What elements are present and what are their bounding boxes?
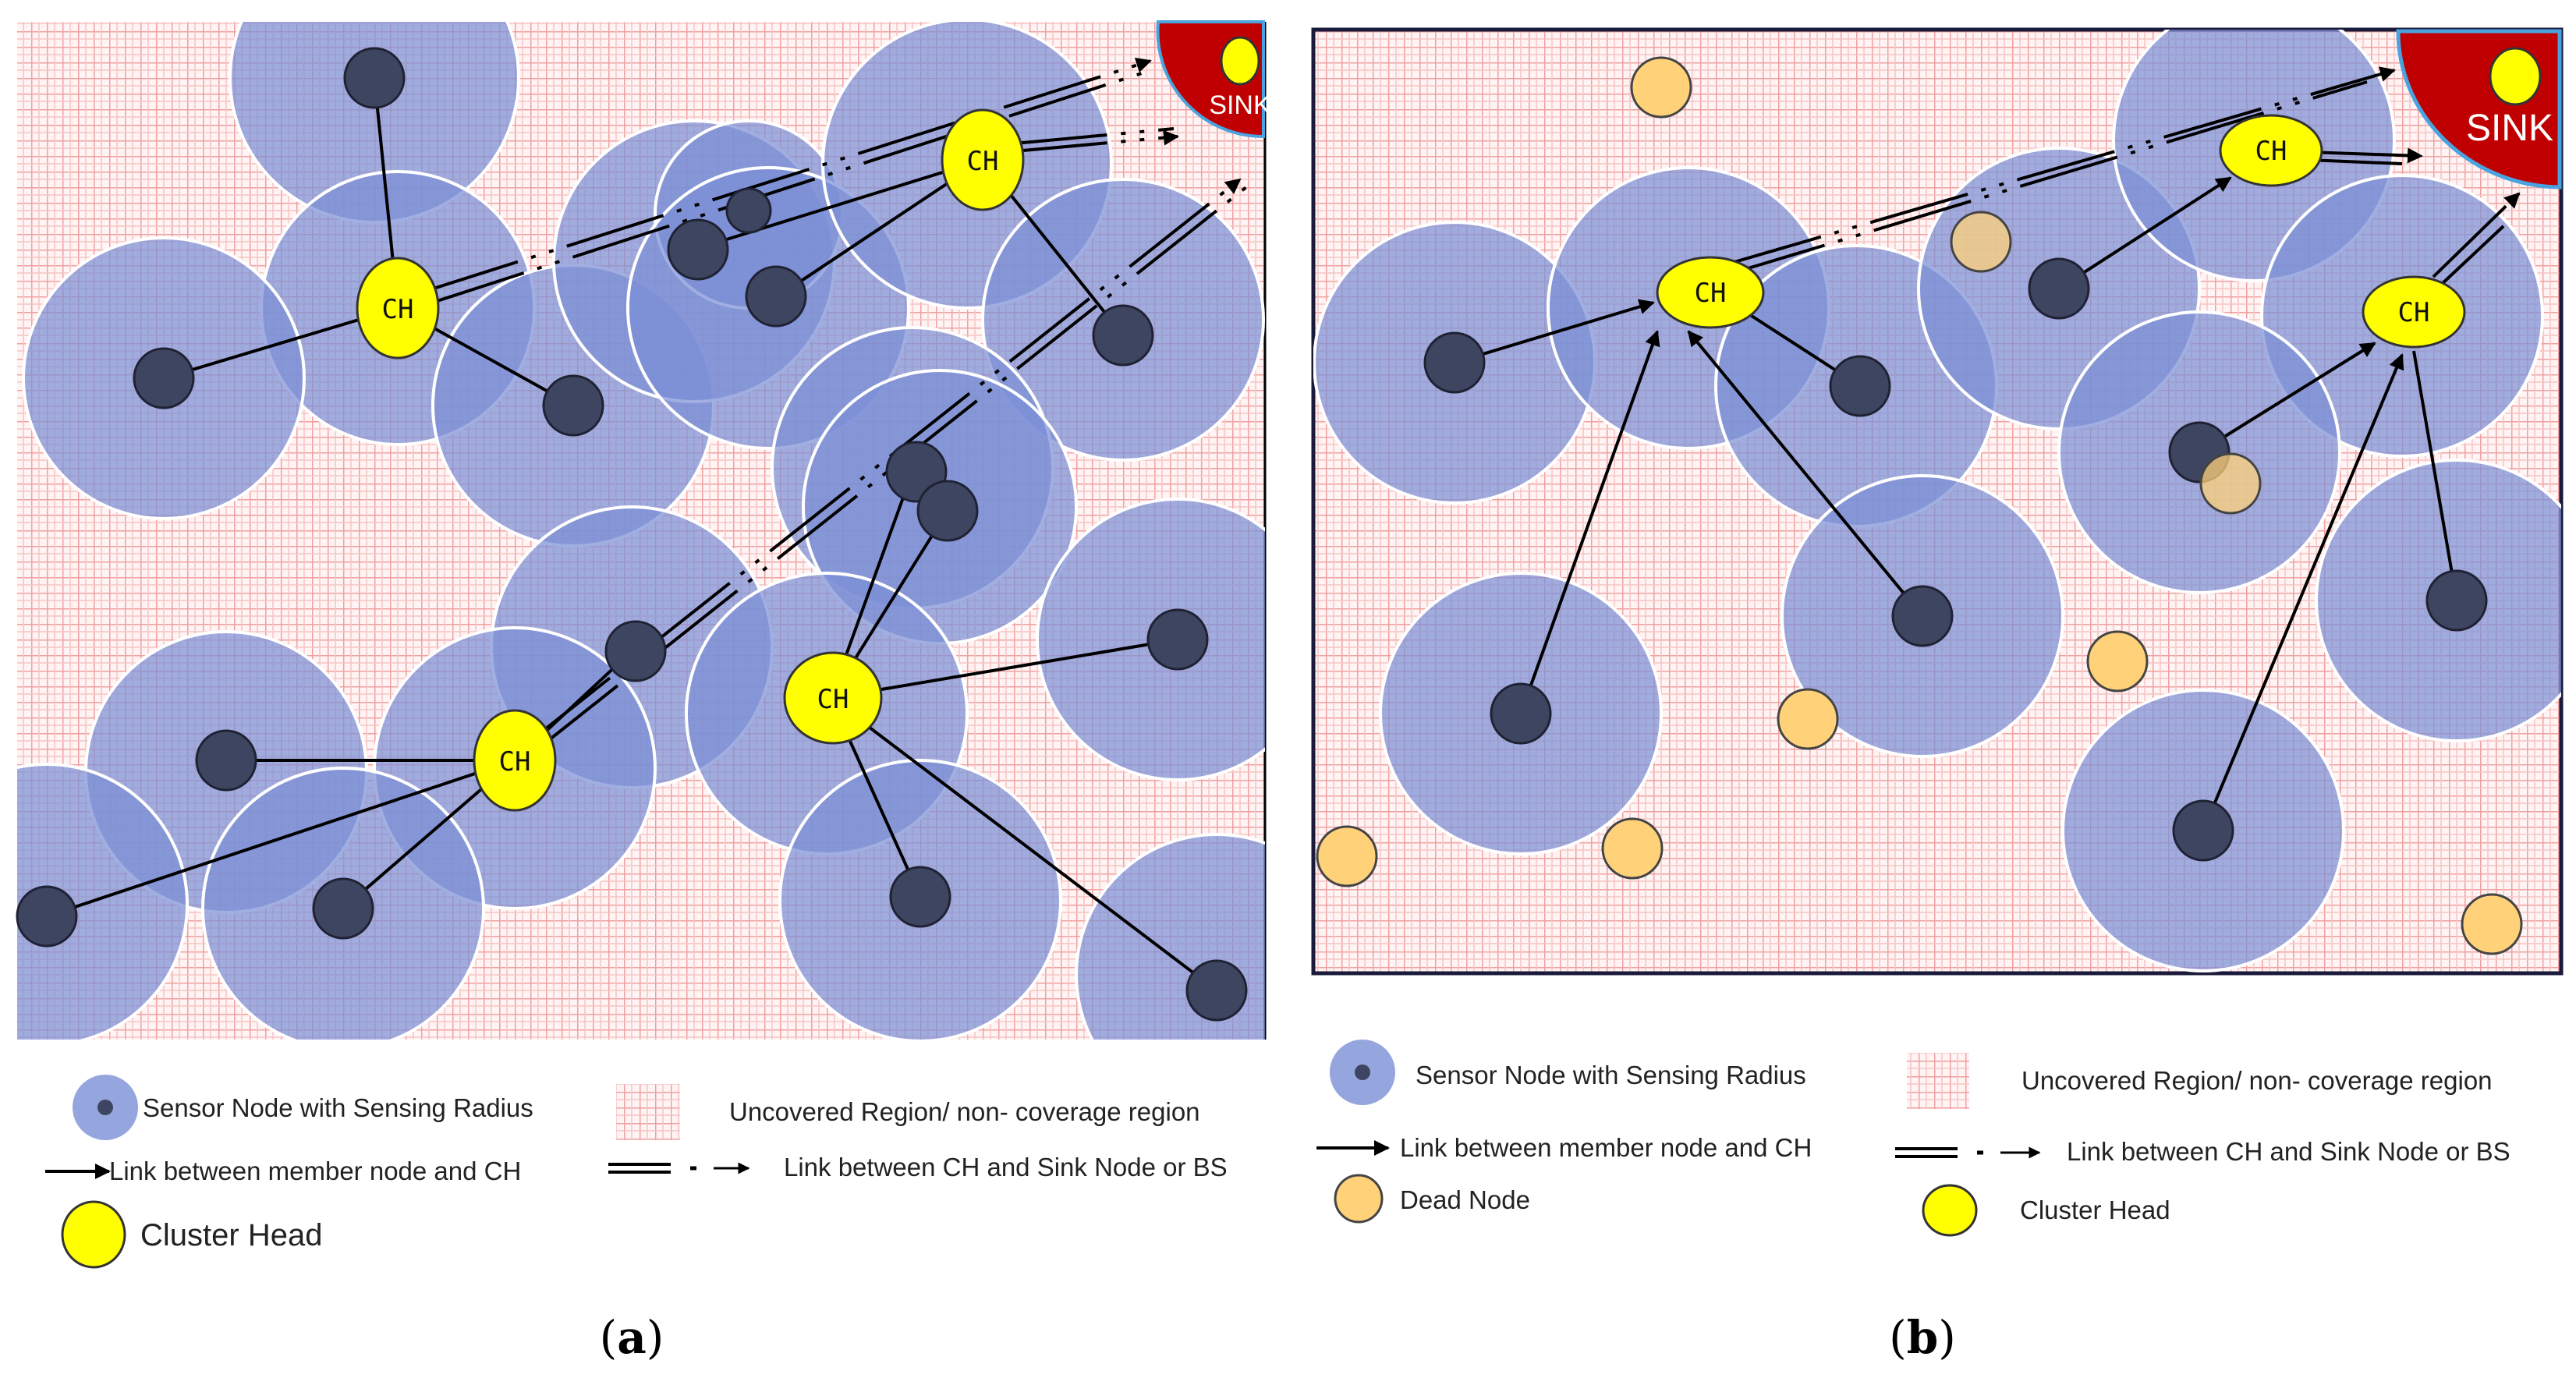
svg-text:CH: CH	[499, 746, 531, 778]
legend-dead-node-icon	[1334, 1174, 1384, 1224]
sink-a: SINK	[1156, 20, 1271, 139]
sensor-node	[1490, 682, 1552, 745]
sensor-nodes-b	[1423, 257, 2488, 862]
legend-sensor-label: Sensor Node with Sensing Radius	[1416, 1061, 1806, 1089]
dead-node	[1601, 817, 1664, 880]
sensor-node	[604, 620, 667, 682]
sensor-node	[542, 374, 604, 437]
sensor-node	[1185, 959, 1248, 1022]
legend-cluster-head-label: Cluster Head	[140, 1218, 322, 1252]
sensor-node	[1092, 304, 1154, 367]
sensor-nodes-a	[16, 47, 1248, 1022]
dead-node	[2199, 452, 2262, 515]
legend-uncovered-icon	[1907, 1053, 1969, 1109]
sensor-node	[343, 47, 406, 109]
svg-text:CH: CH	[817, 684, 849, 715]
legend-dead-node-label: Dead Node	[1400, 1185, 1530, 1214]
legend-uncovered-label: Uncovered Region/ non- coverage region	[729, 1097, 1200, 1126]
sink-links-b	[1723, 66, 2521, 286]
legend-sink-link-label: Link between CH and Sink Node or BS	[2067, 1137, 2510, 1166]
svg-text:CH: CH	[382, 294, 414, 325]
svg-text:CH: CH	[1695, 278, 1727, 309]
svg-text:CH: CH	[2255, 136, 2287, 167]
legend-uncovered-label: Uncovered Region/ non- coverage region	[2021, 1066, 2493, 1095]
legend-sink-link-icon	[1895, 1146, 2041, 1159]
sensor-node	[745, 265, 807, 328]
dead-node	[1316, 825, 1378, 887]
sensor-node	[889, 866, 951, 928]
cluster-head: CH	[2219, 114, 2323, 187]
dead-node	[1630, 56, 1692, 119]
dead-nodes-b	[1316, 56, 2523, 955]
sensor-node	[1146, 608, 1209, 671]
sensor-node	[133, 347, 195, 409]
panel-a: SINK	[16, 20, 1271, 1364]
cluster-heads-b: CH CH CH	[1656, 114, 2466, 349]
sensor-node	[195, 729, 257, 792]
dead-node	[1777, 688, 1839, 750]
sink-b: SINK	[2396, 29, 2562, 190]
legend-cluster-head-icon	[61, 1200, 126, 1269]
caption-b: (b)	[1889, 1311, 1956, 1364]
sink-label: SINK	[2466, 108, 2553, 149]
dead-node	[2461, 893, 2523, 955]
svg-text:CH: CH	[2398, 297, 2430, 328]
legend-sink-link-label: Link between CH and Sink Node or BS	[784, 1153, 1228, 1181]
legend-cluster-head-icon	[1922, 1184, 1978, 1237]
legend-a: Sensor Node with Sensing Radius Uncovere…	[45, 1075, 1228, 1269]
legend-member-link-label: Link between member node and CH	[1400, 1133, 1812, 1162]
sensor-node	[725, 187, 772, 234]
cluster-head: CH	[356, 257, 440, 360]
legend-uncovered-icon	[616, 1084, 680, 1140]
sink-label: SINK	[1209, 90, 1271, 120]
cluster-head: CH	[783, 651, 883, 745]
svg-text:CH: CH	[967, 146, 999, 177]
dead-node	[1950, 211, 2012, 273]
caption-a: (a)	[600, 1311, 664, 1364]
sensor-node	[2028, 257, 2090, 320]
legend-member-link-label: Link between member node and CH	[109, 1157, 521, 1185]
sensor-node	[667, 218, 729, 281]
legend-sensor-label: Sensor Node with Sensing Radius	[143, 1093, 533, 1122]
member-links-b	[1454, 176, 2458, 831]
cluster-head: CH	[473, 709, 557, 812]
dead-node	[2086, 630, 2149, 693]
legend-b: Sensor Node with Sensing Radius Uncovere…	[1316, 1040, 2510, 1237]
legend-cluster-head-label: Cluster Head	[2020, 1196, 2170, 1224]
sensor-node	[1829, 355, 1891, 417]
sensor-node	[2425, 569, 2488, 632]
sensor-node	[312, 877, 374, 940]
sensing-area	[17, 763, 189, 1040]
sensor-node	[1423, 331, 1486, 394]
sensor-node	[1891, 585, 1954, 647]
sink-links-a	[420, 57, 1248, 750]
legend-sink-link-icon	[608, 1162, 750, 1174]
cluster-head: CH	[1656, 256, 1765, 329]
sensor-node	[916, 480, 979, 542]
sensor-node	[16, 885, 78, 948]
cluster-head: CH	[2362, 275, 2466, 349]
cluster-heads-a: CH CH CH CH	[356, 108, 1025, 812]
panel-b: SINK	[1311, 27, 2564, 1364]
sensor-node	[2172, 799, 2234, 862]
cluster-head: CH	[941, 108, 1025, 211]
